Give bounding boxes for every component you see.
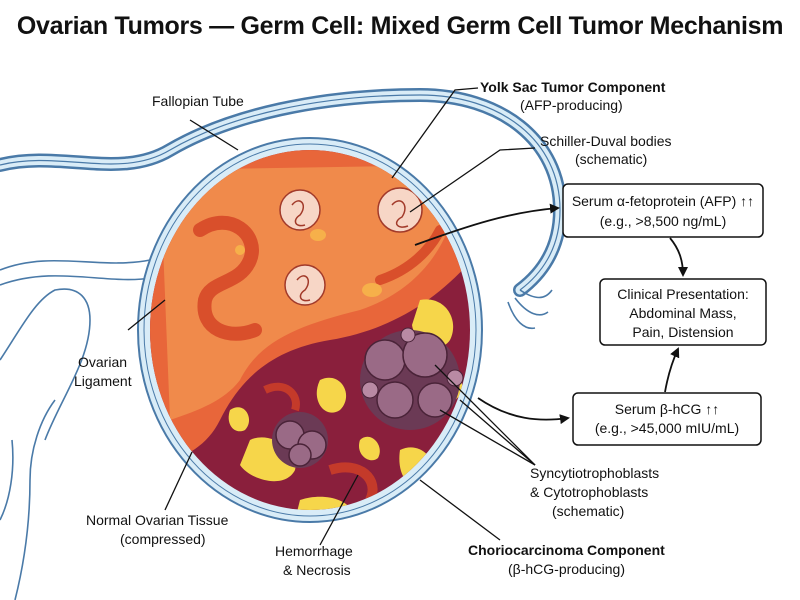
box-clinical: Clinical Presentation: Abdominal Mass, P… — [599, 278, 767, 346]
label-fallopian-tube: Fallopian Tube — [152, 93, 244, 109]
label-choriocarcinoma-sub: (β-hCG-producing) — [508, 561, 625, 577]
arrow-chorio-to-hcg — [477, 397, 570, 425]
box-afp-line-2: (e.g., >8,500 ng/mL) — [600, 213, 726, 229]
arrow-yolk-to-afp — [414, 203, 560, 246]
label-schiller-duval-2: (schematic) — [575, 151, 647, 167]
label-choriocarcinoma-title: Choriocarcinoma Component — [468, 542, 665, 558]
label-ovarian-ligament-2: Ligament — [74, 373, 132, 389]
fallopian-tube — [0, 87, 568, 330]
page-title: Ovarian Tumors — Germ Cell: Mixed Germ C… — [16, 12, 784, 40]
label-yolk-sac-sub: (AFP-producing) — [520, 97, 623, 113]
label-trophoblasts-3: (schematic) — [552, 503, 624, 519]
label-yolk-sac-title: Yolk Sac Tumor Component — [480, 79, 666, 95]
box-afp-line-1: Serum α-fetoprotein (AFP) ↑↑ — [572, 193, 754, 209]
label-trophoblasts-1: Syncytiotrophoblasts — [530, 465, 659, 481]
label-hemorrhage-1: Hemorrhage — [275, 543, 353, 559]
schiller-duval-bodies — [279, 187, 423, 306]
box-hcg: Serum β-hCG ↑↑ (e.g., >45,000 mIU/mL) — [572, 392, 762, 446]
trophoblast-cluster-left — [272, 412, 328, 468]
label-normal-tissue-2: (compressed) — [120, 531, 206, 547]
box-afp: Serum α-fetoprotein (AFP) ↑↑ (e.g., >8,5… — [562, 183, 764, 238]
box-clinical-line-1: Clinical Presentation: — [617, 286, 749, 302]
arrow-hcg-to-clinical — [664, 347, 680, 393]
box-hcg-line-1: Serum β-hCG ↑↑ — [615, 401, 720, 417]
ovarian-ligament — [0, 259, 153, 600]
leader-lines — [127, 87, 536, 546]
label-hemorrhage-2: & Necrosis — [283, 562, 351, 578]
flow-arrows — [414, 203, 688, 425]
label-ovarian-ligament-1: Ovarian — [78, 354, 127, 370]
label-trophoblasts-2: & Cytotrophoblasts — [530, 484, 648, 500]
arrow-afp-to-clinical — [669, 237, 688, 277]
box-hcg-line-2: (e.g., >45,000 mIU/mL) — [595, 420, 739, 436]
box-clinical-line-3: Pain, Distension — [632, 324, 733, 340]
label-schiller-duval-1: Schiller-Duval bodies — [540, 133, 672, 149]
label-normal-tissue-1: Normal Ovarian Tissue — [86, 512, 229, 528]
box-clinical-line-2: Abdominal Mass, — [629, 305, 736, 321]
trophoblast-cluster-right — [360, 327, 464, 430]
